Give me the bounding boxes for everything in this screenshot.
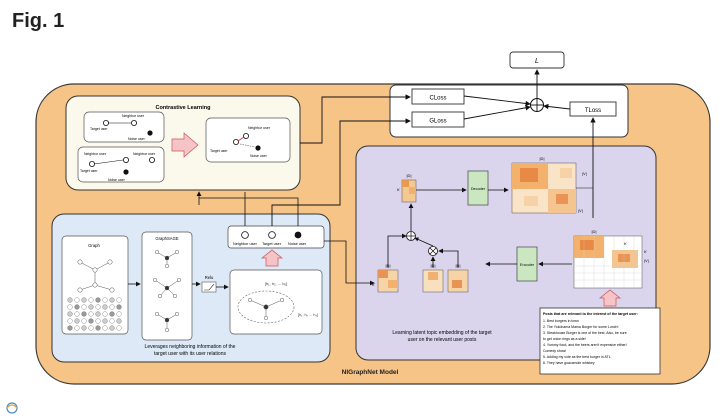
posts-item: 4. Yummy food, and the beers aren't expe… xyxy=(543,343,627,347)
figure-label: Fig. 1 xyxy=(12,10,65,32)
svg-text:[h₁, h₂ ... h₃]: [h₁, h₂ ... h₃] xyxy=(298,313,318,317)
svg-text:|D|: |D| xyxy=(407,173,412,178)
input-bow-matrix xyxy=(573,235,643,289)
contrastive-result-box xyxy=(205,117,291,163)
topic-caption-1: Learning latent topic embedding of the t… xyxy=(392,330,492,336)
gloss-label: GLoss xyxy=(429,119,446,125)
contrastive-subbox-2 xyxy=(77,146,165,183)
posts-box xyxy=(539,307,661,375)
relu-box xyxy=(201,281,217,293)
svg-text:Target user: Target user xyxy=(262,242,282,246)
publisher-logo-icon xyxy=(6,402,18,414)
svg-text:|D|: |D| xyxy=(456,263,461,268)
svg-text:Neighbor user: Neighbor user xyxy=(84,152,107,156)
svg-text:|V|: |V| xyxy=(644,258,649,263)
graph-input-network xyxy=(77,259,115,293)
closs-label: CLoss xyxy=(429,96,446,102)
posts-item: 3. Steakhouse Burger is one of the best.… xyxy=(543,331,627,335)
svg-text:Target user: Target user xyxy=(80,169,98,173)
svg-text:Graph: Graph xyxy=(88,243,100,248)
graph-caption-1: Leverages neighboring information of the xyxy=(145,344,236,350)
svg-text:Noise user: Noise user xyxy=(128,137,146,141)
svg-text:K: K xyxy=(624,241,627,246)
gloss-box xyxy=(411,111,465,128)
svg-text:Target user: Target user xyxy=(210,149,228,153)
graph-caption-2: target user with its user relations xyxy=(154,351,226,357)
svg-text:Encoder: Encoder xyxy=(520,263,535,267)
user-legend-box xyxy=(227,225,325,249)
svg-text:|D|: |D| xyxy=(592,229,597,234)
theta-top-matrix xyxy=(401,179,417,203)
svg-text:|V|: |V| xyxy=(578,208,583,213)
svg-text:|D|: |D| xyxy=(431,263,436,268)
svg-text:Neighbor user: Neighbor user xyxy=(122,114,145,118)
svg-text:[h₁, h₂, ... h₅]: [h₁, h₂, ... h₅] xyxy=(265,281,287,286)
total-loss-box xyxy=(509,51,565,69)
svg-text:K: K xyxy=(644,249,647,254)
model-title: NIGraphNet Model xyxy=(342,369,399,376)
posts-title: Posts that are relevant to the interest … xyxy=(543,312,638,316)
svg-text:Neighbor user: Neighbor user xyxy=(133,152,156,156)
contrastive-title: Contrastive Learning xyxy=(155,105,210,111)
tloss-label: TLoss xyxy=(585,108,601,114)
svg-text:Neighbor user: Neighbor user xyxy=(233,242,258,246)
sigma-matrix xyxy=(422,269,444,293)
posts-item: to get onion rings as a side! xyxy=(543,337,586,341)
svg-text:Noise user: Noise user xyxy=(250,154,268,158)
svg-text:|V|: |V| xyxy=(582,171,587,176)
epsilon-matrix xyxy=(447,269,469,293)
posts-item: 6. They have guacamole whiskey xyxy=(543,361,595,365)
contrastive-pink-arrow xyxy=(171,132,199,158)
total-loss-label: L xyxy=(535,58,539,65)
svg-text:Noise user: Noise user xyxy=(288,242,307,246)
svg-text:K: K xyxy=(397,187,400,192)
reconstruction-heatmap xyxy=(511,162,577,214)
svg-text:|D|: |D| xyxy=(540,156,545,161)
mu-matrix xyxy=(377,269,399,293)
posts-item: 2. The Yokohama Mama Burger for some Lun… xyxy=(543,325,618,329)
contrastive-subbox-1 xyxy=(83,111,165,143)
graph-node-grid xyxy=(67,297,122,331)
posts-item: 1. Best burgers in town xyxy=(543,319,579,323)
decoder-block xyxy=(467,170,489,206)
closs-box xyxy=(411,88,465,105)
posts-item: Comedy show! xyxy=(543,349,566,353)
svg-text:Noise user: Noise user xyxy=(108,178,126,182)
svg-text:|D|: |D| xyxy=(386,263,391,268)
aggregation-box xyxy=(229,269,323,335)
topic-panel xyxy=(355,145,657,361)
posts-pink-arrow xyxy=(599,289,621,307)
svg-text:Decoder: Decoder xyxy=(471,187,486,191)
svg-text:Target user: Target user xyxy=(90,127,108,131)
graphsage-trees xyxy=(152,249,182,333)
graph-pink-arrow xyxy=(261,249,283,267)
svg-text:Neighbor user: Neighbor user xyxy=(248,126,271,130)
posts-item: 5. Adding my vote as the best burger in … xyxy=(543,355,611,359)
posts-list: 1. Best burgers in town 2. The Yokohama … xyxy=(543,319,627,365)
topic-caption-2: user on the relevant user posts xyxy=(408,337,477,343)
svg-text:GraphSAGE: GraphSAGE xyxy=(155,236,178,241)
relu-label: Relu xyxy=(205,275,214,280)
